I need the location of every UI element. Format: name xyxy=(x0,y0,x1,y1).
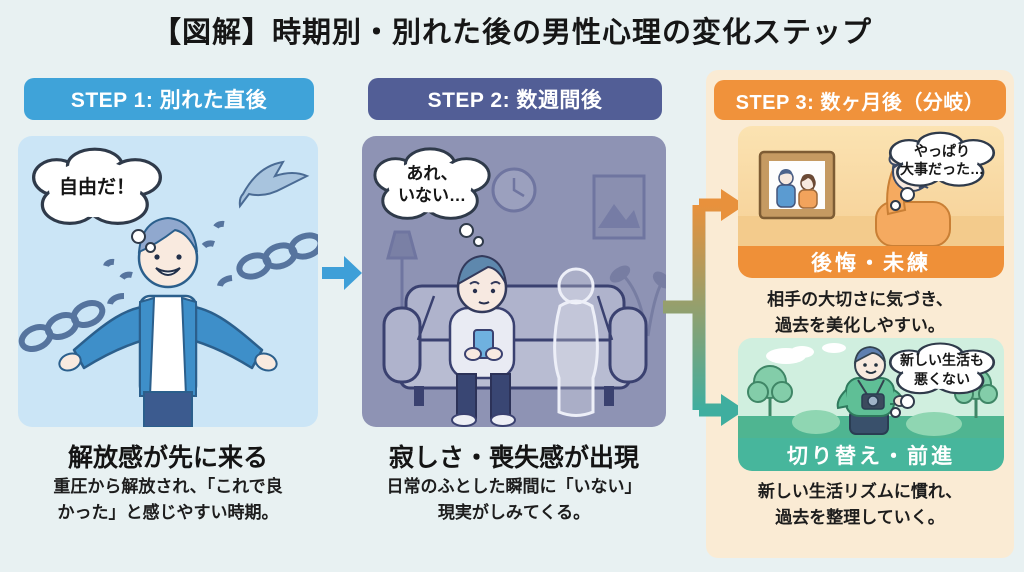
regret-illustration: やっぱり 大事だった… xyxy=(738,126,1004,246)
photo-frame-icon xyxy=(758,150,836,220)
arrow-step2-to-branches xyxy=(663,189,745,426)
broken-chain-left xyxy=(18,258,133,352)
cloud-bubble-shape xyxy=(888,342,996,395)
regret-thought-bubble: やっぱり 大事だった… xyxy=(884,129,1000,211)
bird-icon xyxy=(238,160,310,209)
step2-caption: 寂しさ・喪失感が出現 xyxy=(388,444,639,472)
lonely-room-scene-art xyxy=(382,167,666,427)
regret-description: 相手の大切さに気づき、 過去を美化しやすい。 xyxy=(767,290,953,335)
man-with-camera xyxy=(836,346,907,435)
regret-bubble-text: やっぱり 大事だった… xyxy=(900,143,984,178)
moveon-bubble-text: 新しい生活も 悪くない xyxy=(900,352,984,387)
picture-frame-icon xyxy=(592,174,646,240)
wall-clock-icon xyxy=(491,167,537,213)
step1-header: STEP 1: 別れた直後 xyxy=(24,78,314,120)
step1-bubble-text: 自由だ！ xyxy=(58,176,135,198)
regret-label: 後悔・未練 xyxy=(738,246,1004,278)
arrow-step1-to-step2 xyxy=(322,256,362,290)
moveon-illustration: 新しい生活も 悪くない xyxy=(738,338,1004,438)
step2-illustration: あれ、 いない… xyxy=(362,136,666,427)
page-title: 【図解】時期別・別れた後の男性心理の変化ステップ xyxy=(151,17,872,49)
cloud-sky xyxy=(766,343,846,364)
tree-left xyxy=(747,365,793,416)
step2-bubble-text: あれ、 いない… xyxy=(398,164,466,206)
step3-header: STEP 3: 数ヶ月後（分岐） xyxy=(714,80,1006,120)
cloud-bubble-shape xyxy=(888,131,996,187)
bush-right xyxy=(906,412,962,436)
branch-moveon-card: 新しい生活も 悪くない 切り替え・前進 xyxy=(738,338,1004,471)
moveon-description: 新しい生活リズムに慣れ、 過去を整理していく。 xyxy=(757,482,963,527)
branch-regret-card: やっぱり 大事だった… 後悔・未練 xyxy=(738,126,1004,278)
step2-header: STEP 2: 数週間後 xyxy=(368,78,662,120)
cloud-bubble-shape xyxy=(32,147,162,225)
step2-thought-bubble: あれ、 いない… xyxy=(368,144,496,247)
ghost-silhouette xyxy=(553,267,599,417)
moveon-label: 切り替え・前進 xyxy=(738,438,1004,471)
bush-left xyxy=(792,410,840,434)
step1-speech-bubble: 自由だ！ xyxy=(26,144,168,253)
step1-illustration: 自由だ！ xyxy=(18,136,318,427)
step1-description: 重圧から解放され、「これで良 かった」と感じやすい時期。 xyxy=(53,477,283,523)
step2-description: 日常のふとした瞬間に「いない」 現実がしみてくる。 xyxy=(386,477,642,523)
step1-caption: 解放感が先に来る xyxy=(67,444,268,472)
moveon-thought-bubble: 新しい生活も 悪くない xyxy=(884,340,1000,418)
moveon-scene-art xyxy=(738,343,1004,438)
cloud-bubble-shape xyxy=(373,147,491,220)
sad-man-with-phone xyxy=(448,254,516,427)
broken-chain-right xyxy=(201,220,318,287)
